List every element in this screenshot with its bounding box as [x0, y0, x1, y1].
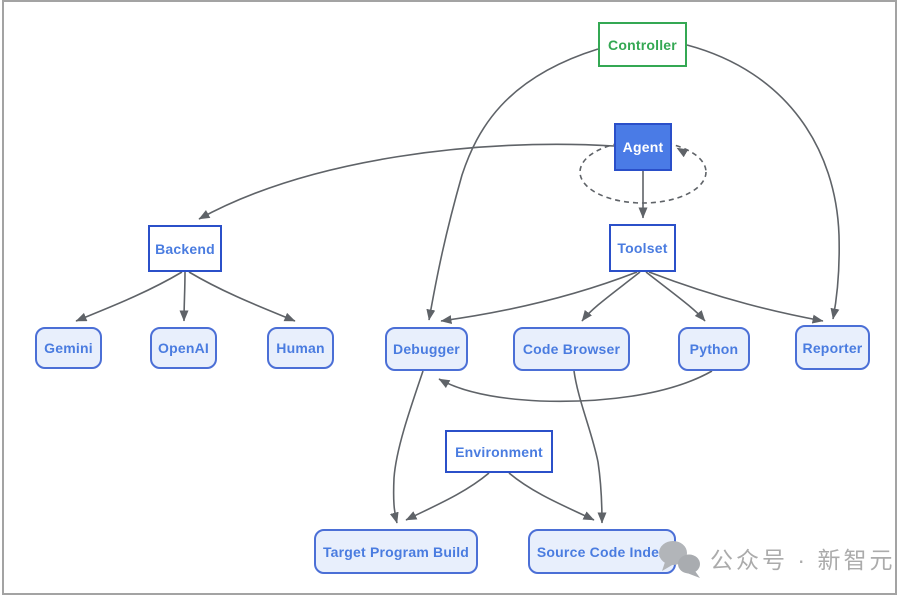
edge-controller-reporter: [686, 44, 840, 320]
edge-toolset-python: [645, 271, 706, 322]
node-reporter: Reporter: [795, 325, 870, 370]
node-debugger-label: Debugger: [393, 341, 460, 357]
edge-backend-human: [188, 271, 296, 322]
edge-debugger-target-program-build: [389, 370, 424, 524]
node-reporter-label: Reporter: [802, 339, 863, 356]
edge-toolset-reporter: [648, 271, 824, 324]
edge-agent-backend: [198, 143, 615, 220]
node-backend: Backend: [148, 225, 222, 272]
node-debugger: Debugger: [385, 327, 468, 371]
node-gemini-label: Gemini: [44, 340, 93, 356]
node-backend-label: Backend: [155, 240, 215, 257]
node-openai: OpenAI: [150, 327, 217, 369]
node-agent-label: Agent: [622, 139, 664, 155]
edge-python-debugger: [438, 370, 713, 403]
node-toolset-label: Toolset: [617, 240, 668, 256]
edge-environment-target-program-build: [405, 472, 490, 521]
node-python-label: Python: [689, 341, 739, 357]
node-code-browser: Code Browser: [513, 327, 630, 371]
node-controller-label: Controller: [608, 36, 677, 53]
edge-backend-gemini: [75, 271, 183, 322]
node-python: Python: [678, 327, 750, 371]
edge-environment-source-code-index: [508, 472, 595, 521]
node-toolset: Toolset: [609, 224, 676, 272]
node-target-program-build-label: Target Program Build: [322, 543, 470, 560]
edge-toolset-code-browser: [581, 271, 641, 322]
node-target-program-build: Target Program Build: [314, 529, 478, 574]
edge-controller-debugger: [426, 48, 599, 321]
edge-backend-openai: [179, 271, 189, 322]
chat-bubbles-icon: [659, 541, 700, 578]
node-gemini: Gemini: [35, 327, 102, 369]
node-openai-label: OpenAI: [158, 340, 209, 356]
watermark-text: 公众号 · 新智元: [710, 547, 896, 573]
node-environment: Environment: [445, 430, 553, 473]
edge-code-browser-source-code-index: [573, 370, 607, 524]
node-controller: Controller: [598, 22, 687, 67]
watermark: 公众号 · 新智元: [656, 538, 895, 578]
node-source-code-index: Source Code Index: [528, 529, 676, 574]
node-human: Human: [267, 327, 334, 369]
edge-toolset-debugger: [440, 271, 638, 325]
node-human-label: Human: [276, 340, 325, 356]
node-agent: Agent: [614, 123, 672, 171]
node-code-browser-label: Code Browser: [522, 341, 621, 357]
node-source-code-index-label: Source Code Index: [536, 543, 668, 560]
node-environment-label: Environment: [455, 443, 543, 460]
